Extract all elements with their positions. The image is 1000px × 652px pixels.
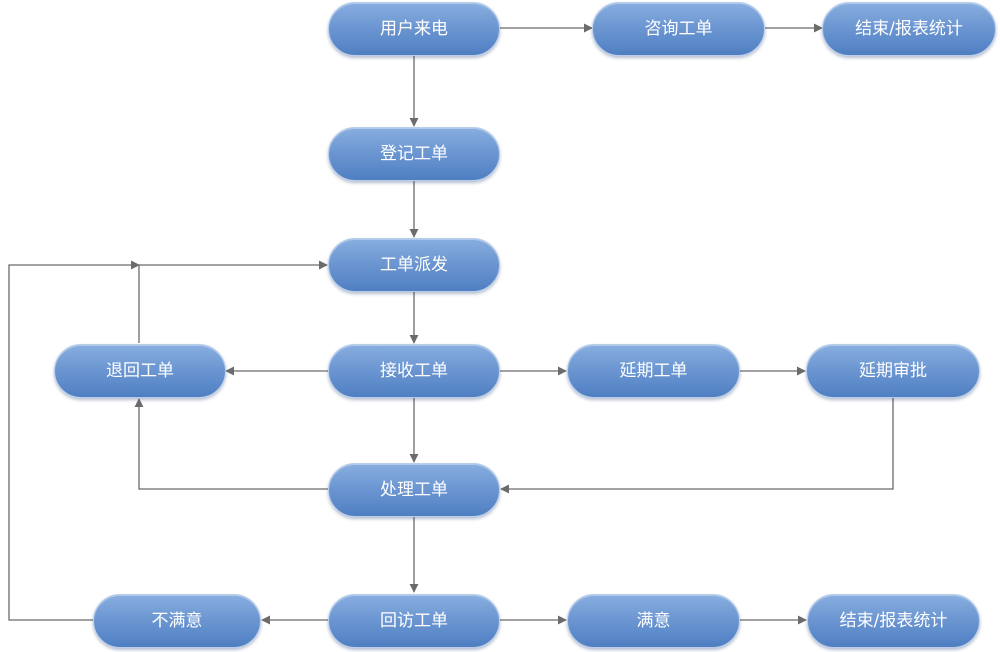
node-incoming-call: 用户来电 bbox=[328, 2, 500, 56]
node-satisfied: 满意 bbox=[567, 594, 740, 648]
node-consult-ticket: 咨询工单 bbox=[592, 2, 765, 56]
arrow-approval-to-process bbox=[500, 398, 894, 494]
arrow-dissatisfied-to-dispatch bbox=[8, 260, 140, 621]
node-extend-approval: 延期审批 bbox=[806, 344, 980, 398]
node-follow-up-ticket: 回访工单 bbox=[328, 594, 500, 648]
node-register-ticket: 登记工单 bbox=[328, 127, 500, 181]
node-extend-ticket: 延期工单 bbox=[567, 344, 740, 398]
node-process-ticket: 处理工单 bbox=[328, 463, 500, 517]
node-end-report-top: 结束/报表统计 bbox=[822, 2, 996, 56]
node-dissatisfied: 不满意 bbox=[93, 594, 261, 648]
node-return-ticket: 退回工单 bbox=[54, 344, 226, 398]
arrow-process-to-return bbox=[134, 398, 328, 490]
node-end-report-bottom: 结束/报表统计 bbox=[807, 594, 980, 648]
arrow-return-to-dispatch bbox=[138, 260, 328, 343]
node-dispatch-ticket: 工单派发 bbox=[328, 238, 500, 292]
node-receive-ticket: 接收工单 bbox=[328, 344, 500, 398]
